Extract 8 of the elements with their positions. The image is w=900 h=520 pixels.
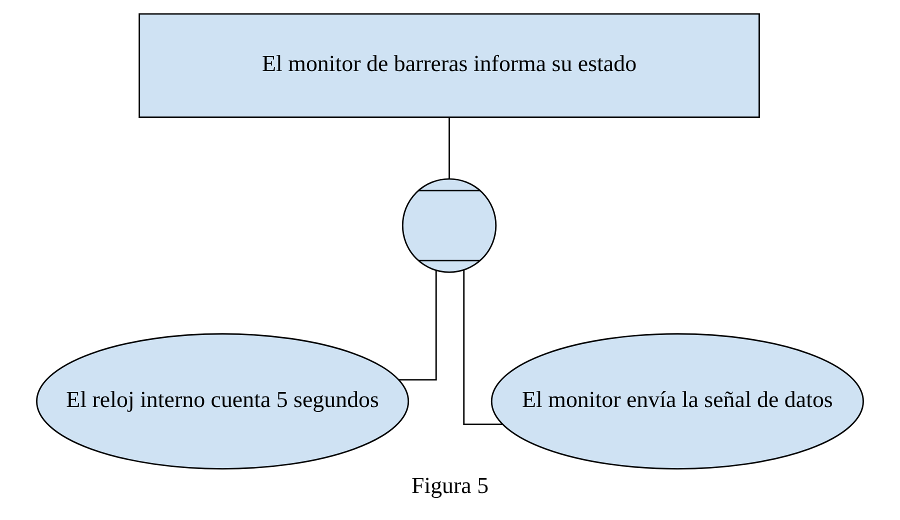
node-box: El monitor de barreras informa su estado (138, 13, 760, 118)
node-ellipse: El reloj interno cuenta 5 segundos (36, 333, 410, 470)
node-circle (402, 178, 497, 273)
caption: Figura 5 (411, 472, 489, 498)
connector (448, 118, 450, 179)
connector (398, 270, 437, 381)
connector (463, 270, 503, 426)
node-ellipse: El monitor envía la señal de datos (490, 333, 864, 470)
